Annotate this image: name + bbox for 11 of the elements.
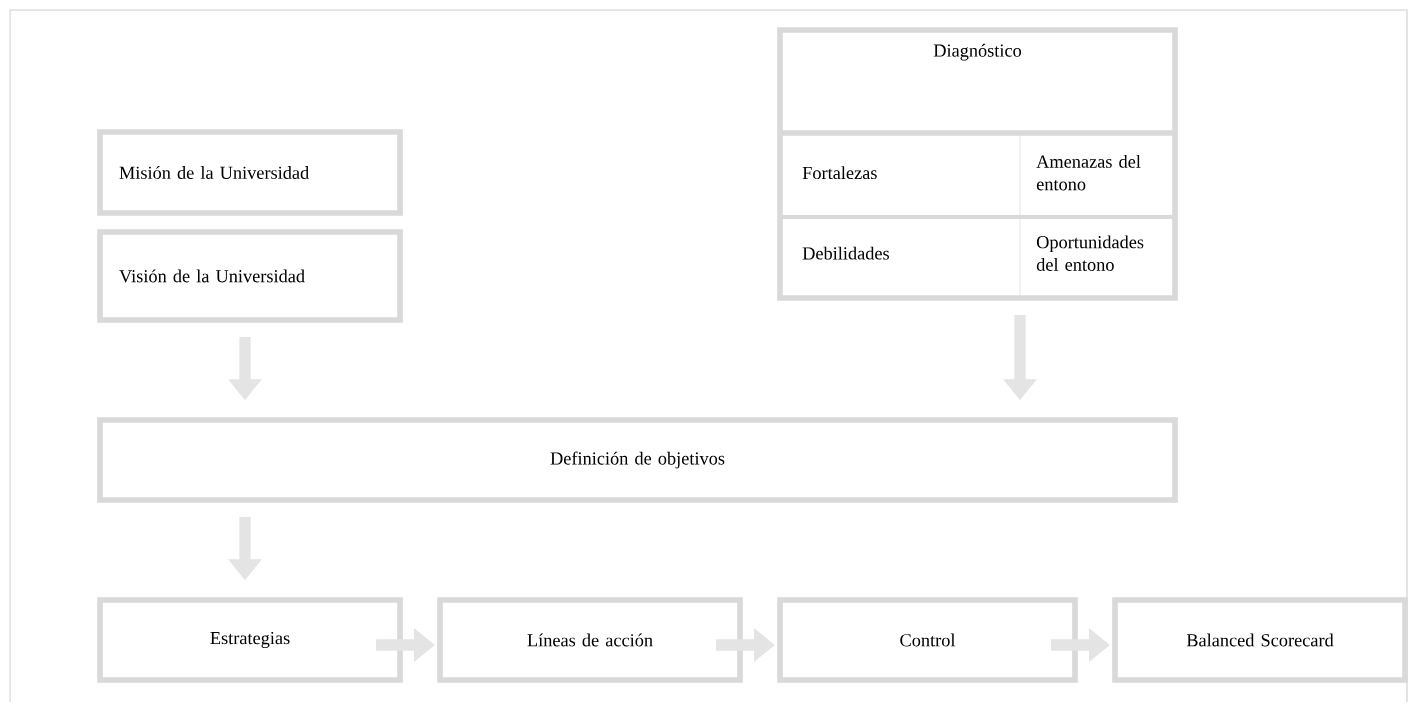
table-cell: Amenazas del entono	[1036, 154, 1141, 191]
process-box: Líneas de acción	[437, 597, 743, 683]
process-box: Estrategias	[97, 597, 403, 683]
process-box: Balanced Scorecard	[1112, 597, 1408, 683]
table-cell: Oportunidades del entono	[1036, 235, 1144, 271]
process-box: Definición de objetivos	[97, 417, 1178, 503]
process-box: Visión de la Universidad	[97, 229, 403, 323]
process-box: Control	[777, 597, 1078, 683]
process-box: Misión de la Universidad	[97, 129, 403, 216]
table-cell: Debilidades	[802, 246, 889, 260]
table-cell: Fortalezas	[802, 166, 877, 180]
